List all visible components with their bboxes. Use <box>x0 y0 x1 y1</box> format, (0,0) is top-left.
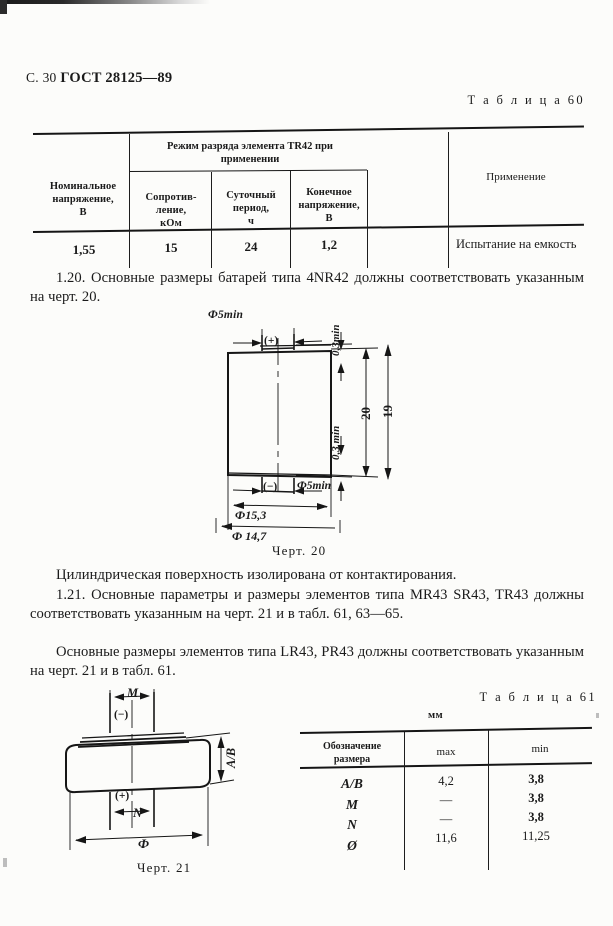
table-60-group-rule <box>128 169 367 173</box>
figure-21-label-positive: (+) <box>115 790 130 802</box>
table-60-col-4-header: Конечное напряжение, В <box>298 187 360 224</box>
table-60-group-header: Режим разряда элемента TR42 при применен… <box>137 140 363 166</box>
table-61-vrule-2 <box>488 730 489 870</box>
standard-number: ГОСТ 28125—89 <box>60 70 173 86</box>
table-61-symbol-ab: A/B <box>341 776 363 791</box>
scan-artifact-corner <box>0 0 7 14</box>
figure-20-label-bottom-diameter: Ф5min <box>297 480 332 492</box>
figure-20-label-negative: (−) <box>263 481 278 493</box>
figure-21-label-negative: (−) <box>114 709 129 721</box>
table-61-symbol-diameter: Ø <box>347 837 357 853</box>
table-61-top-rule <box>299 726 592 735</box>
paragraph-1-20: 1.20. Основные размеры батарей типа 4NR4… <box>30 269 584 307</box>
figure-21-label-n: N <box>133 806 143 820</box>
page-header: С. 30 ГОСТ 28125—89 <box>26 70 172 87</box>
figure-20-caption: Черт. 20 <box>272 543 327 558</box>
figure-21-label-m: M <box>127 686 139 700</box>
table-60-cell-nominal-voltage: 1,55 <box>72 242 96 257</box>
table-61-min-values: 3,8 3,8 3,8 11,25 <box>522 772 550 843</box>
figure-20-label-positive: (+) <box>264 335 279 347</box>
paragraph-1-21-continued: Основные размеры элементов типа LR43, PR… <box>30 643 584 681</box>
figure-21-drawing <box>58 688 270 863</box>
paragraph-cylindrical-surface: Цилиндрическая поверхность изолирована о… <box>30 566 584 585</box>
table-60-cell-resistance: 15 <box>164 240 178 255</box>
page-number: 30 <box>42 70 57 85</box>
paragraph-1-21: 1.21. Основные параметры и размеры элеме… <box>30 586 584 624</box>
table-61-caption: Т а б л и ц а 61 <box>479 690 597 704</box>
scan-artifact-top-edge <box>0 0 210 4</box>
paragraph-1-21-continued-text: Основные размеры элементов типа LR43, PR… <box>30 644 584 679</box>
table-60-col-1-header: Номинальное напряжение, В <box>49 181 117 218</box>
paragraph-1-21-text: 1.21. Основные параметры и размеры элеме… <box>30 587 584 622</box>
table-60-cell-final-voltage: 1,2 <box>320 237 338 252</box>
paragraph-1-20-text: 1.20. Основные размеры батарей типа 4NR4… <box>30 270 584 305</box>
table-60-col-2-header: Сопротив- ление, кОм <box>145 192 197 229</box>
table-61-unit-label: мм <box>428 710 444 721</box>
table-60: Режим разряда элемента TR42 при применен… <box>32 123 584 268</box>
table-61-col-max-header: max <box>436 746 456 758</box>
table-60-top-rule <box>32 125 584 136</box>
figure-20-label-width-inner: Ф 14,7 <box>232 529 267 543</box>
scan-speck <box>596 713 599 718</box>
table-61-max-values: 4,2 — — 11,6 <box>435 774 457 845</box>
figure-20-drawing <box>200 305 420 537</box>
table-61: мм Обозначение размера max min A/B M N Ø… <box>299 710 600 872</box>
table-60-vrule-5 <box>448 132 449 268</box>
table-60-col-5-header: Применение <box>486 171 546 183</box>
table-61-symbol-n: N <box>347 817 357 833</box>
table-60-cell-daily-period: 24 <box>244 239 258 254</box>
figure-21-label-diameter: Ф <box>138 836 150 851</box>
figure-21-caption: Черт. 21 <box>137 860 192 875</box>
figure-20-label-top-diameter: Ф5min <box>208 309 244 321</box>
paragraph-cylindrical-surface-text: Цилиндрическая поверхность изолирована о… <box>56 567 457 583</box>
figure-20-label-height-inner: 19 <box>380 405 395 418</box>
table-61-vrule-1 <box>404 732 405 870</box>
table-60-vrule-4 <box>367 170 368 268</box>
figure-20-label-width-outer: Ф15,3 <box>235 508 267 522</box>
figure-20-label-top-gap: 0,3min <box>330 324 342 356</box>
figure-21-label-height: A/B <box>224 747 238 768</box>
table-60-cell-application: Испытание на емкость <box>456 237 577 251</box>
table-61-symbols: A/B M N Ø <box>302 774 402 856</box>
table-60-vrule-2 <box>211 172 212 268</box>
table-60-caption: Т а б л и ц а 60 <box>467 93 585 107</box>
table-60-col-3-header: Суточный период, ч <box>226 190 276 227</box>
table-60-vrule-1 <box>129 134 130 268</box>
figure-20-label-height-outer: 20 <box>358 407 373 420</box>
table-60-group-header-text: Режим разряда элемента TR42 при применен… <box>167 141 333 166</box>
page-marker: С. <box>26 70 39 85</box>
figure-20-label-bottom-gap: 0,3 min <box>330 425 342 460</box>
table-61-symbol-m: M <box>345 796 358 812</box>
table-61-col-0-header: Обозначение размера <box>322 741 382 765</box>
table-60-vrule-3 <box>290 171 291 268</box>
scan-speck <box>3 858 7 867</box>
table-61-col-min-header: min <box>531 743 549 755</box>
